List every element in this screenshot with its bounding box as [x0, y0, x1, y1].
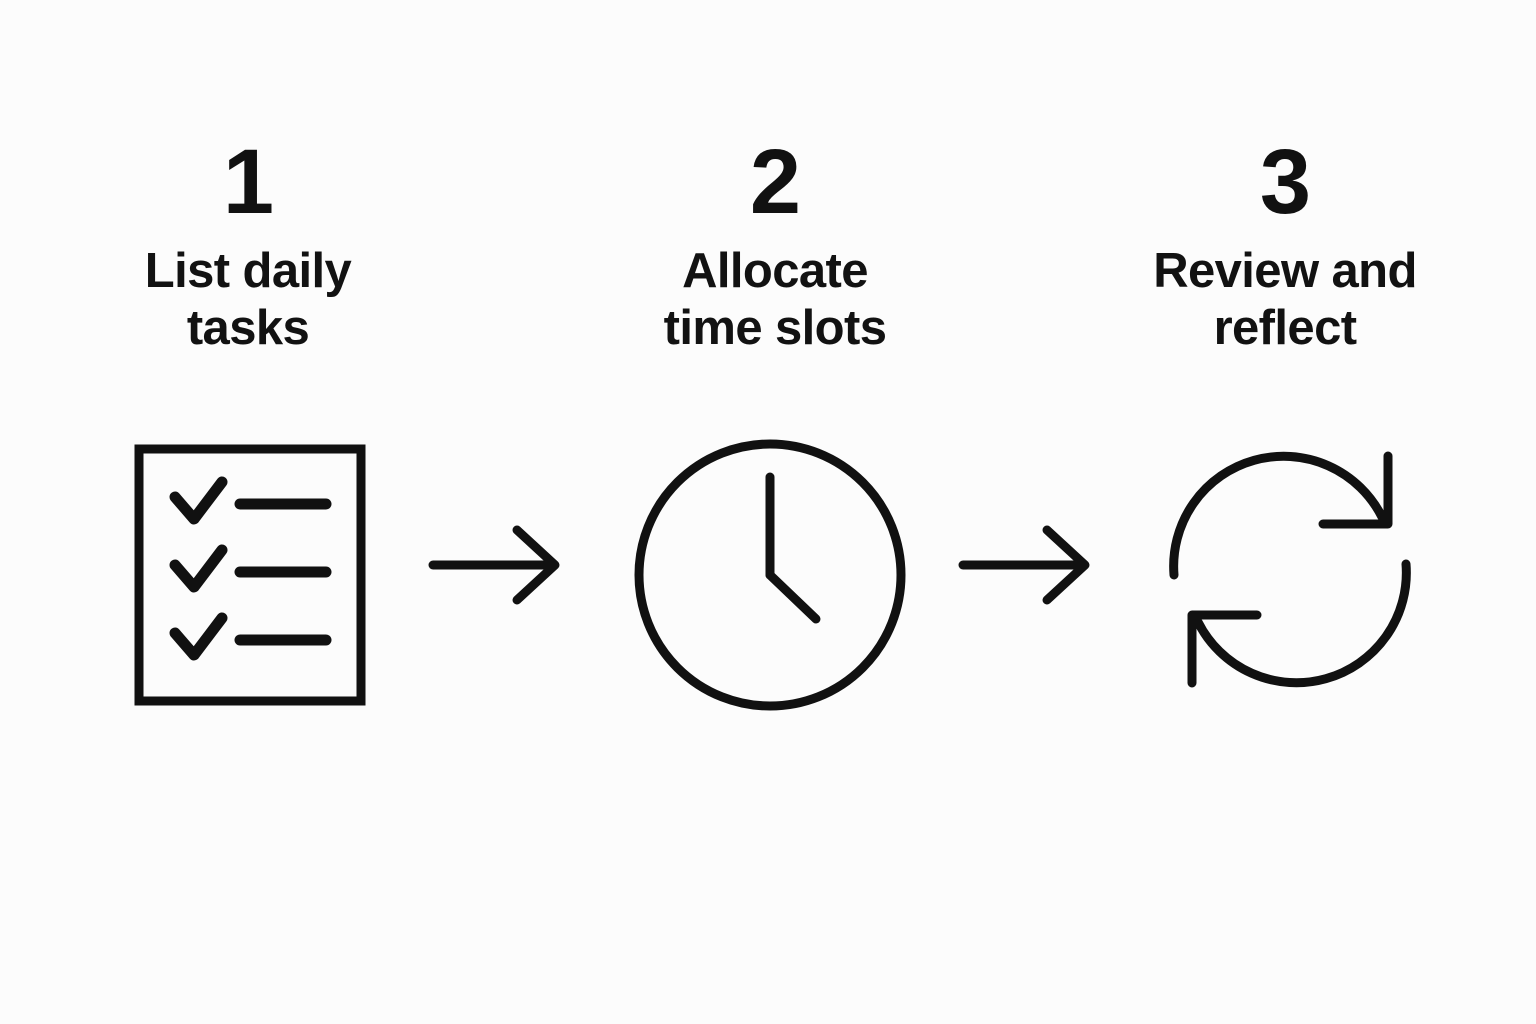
clock-icon [625, 430, 915, 720]
step-1: 1 List daily tasks [78, 131, 418, 358]
step-3: 3 Review and reflect [1115, 131, 1455, 358]
refresh-cycle-icon [1160, 440, 1420, 700]
step-2: 2 Allocate time slots [605, 131, 945, 358]
checklist-icon [118, 430, 380, 720]
step-2-label: Allocate time slots [663, 243, 887, 356]
arrow-right-icon-1 [425, 520, 575, 610]
step-3-label: Review and reflect [1153, 243, 1417, 356]
arrow-right-icon-2 [955, 520, 1105, 610]
step-1-label: List daily tasks [144, 243, 352, 356]
step-2-number: 2 [749, 131, 801, 233]
step-1-number: 1 [222, 131, 274, 233]
step-3-number: 3 [1259, 131, 1311, 233]
